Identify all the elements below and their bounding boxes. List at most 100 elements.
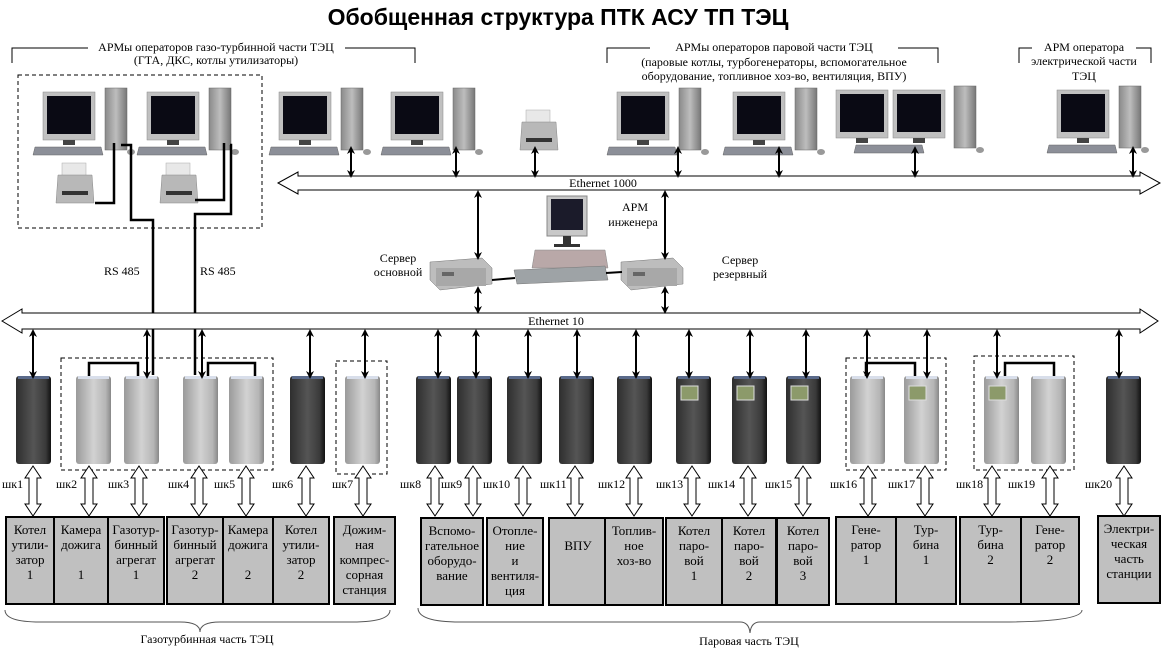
- double-arrow-icon: [354, 465, 372, 517]
- rs485-label-1: RS 485: [104, 264, 140, 278]
- object-box-line: Котел: [787, 523, 820, 538]
- cabinet-3: [124, 376, 159, 464]
- cabinet-label-8: шк8: [400, 477, 421, 491]
- object-box-line: дожига: [61, 537, 101, 552]
- object-box-line: Тур-: [978, 522, 1003, 537]
- object-box-line: ВПУ: [564, 538, 592, 553]
- gas-workstation-3: [268, 87, 371, 156]
- object-box-line: 2: [987, 552, 994, 567]
- object-box-line: Камера: [228, 522, 269, 537]
- object-box-line: агрегат: [175, 552, 215, 567]
- object-box-line: Камера: [61, 522, 102, 537]
- workstation-bus-links: [347, 146, 1137, 178]
- object-box-line: утили-: [283, 537, 320, 552]
- object-box-line: 2: [746, 568, 753, 583]
- object-box-line: 1: [133, 567, 140, 582]
- double-arrow-icon: [1041, 465, 1059, 517]
- object-box-line: 2: [245, 567, 252, 582]
- object-box-line: компрес-: [340, 552, 390, 567]
- double-arrow-icon: [190, 465, 208, 517]
- gas-arm-dashed-group: [17, 74, 263, 229]
- object-box-line: утили-: [12, 537, 49, 552]
- control-panel-icon: [908, 385, 927, 401]
- mouse-icon: [231, 149, 239, 155]
- double-arrow-icon: [237, 465, 255, 517]
- control-panel-icon: [680, 385, 699, 401]
- double-arrow-icon: [625, 465, 643, 517]
- object-box-line: вой: [739, 553, 759, 568]
- object-box-line: ратор: [851, 537, 881, 552]
- object-box-line: бинный: [114, 537, 157, 552]
- keyboard-icon: [722, 146, 794, 156]
- engineer-workstation: [513, 195, 609, 285]
- steam-section-brace: [417, 607, 1083, 634]
- double-arrow-icon: [859, 465, 877, 517]
- object-box-line: Электри-: [1104, 521, 1154, 536]
- pc-tower-icon: [794, 87, 818, 151]
- cabinet-4: [183, 376, 218, 464]
- electric-workstation: [1046, 85, 1149, 154]
- cabinet-label-10: шк10: [483, 477, 510, 491]
- cabinet-18: [984, 376, 1019, 464]
- object-box-line: Гене-: [851, 522, 880, 537]
- object-box-line: ное: [624, 538, 644, 553]
- cabinet-17: [904, 376, 939, 464]
- pc-tower-icon: [678, 87, 702, 151]
- electric-arm-header: АРМ оператора электрической части ТЭЦ: [1018, 40, 1152, 83]
- electric-arm-header-line3: ТЭЦ: [1072, 69, 1096, 83]
- object-box-line: Газотур-: [171, 522, 218, 537]
- control-panel-icon: [736, 385, 755, 401]
- gas-arm-header: АРМы операторов газо-турбинной части ТЭЦ…: [11, 40, 416, 67]
- cabinet-12: [617, 376, 652, 464]
- server-main: [429, 257, 493, 291]
- cabinet-5: [229, 376, 264, 464]
- cabinet-1: [16, 376, 51, 464]
- object-box-line: гательное: [425, 538, 479, 553]
- server-reserve-label-1: Сервер: [722, 253, 758, 267]
- server-bus-arrows: [474, 190, 669, 314]
- rs485-wiring: [95, 143, 233, 375]
- object-box-line: паро-: [788, 538, 818, 553]
- object-box-line: станция: [342, 582, 386, 597]
- double-arrow-icon: [794, 465, 812, 517]
- engineer-label-1: АРМ: [622, 200, 648, 214]
- cabinet-label-17: шк17: [888, 477, 915, 491]
- cabinet-20: [1106, 376, 1141, 464]
- object-box-line: бина: [913, 537, 940, 552]
- object-box-line: вой: [793, 553, 813, 568]
- object-box-line: бина: [977, 537, 1004, 552]
- object-box-line: 1: [27, 567, 34, 582]
- steam-arm-header-line2: (паровые котлы, турбогенераторы, вспомог…: [641, 55, 907, 69]
- object-box-line: агрегат: [116, 552, 156, 567]
- object-box-line: вой: [684, 553, 704, 568]
- electric-arm-header-line2: электрической части: [1031, 54, 1137, 68]
- mouse-icon: [475, 149, 483, 155]
- cabinet-11: [559, 376, 594, 464]
- keyboard-icon: [606, 146, 678, 156]
- mouse-icon: [1141, 147, 1149, 153]
- printer-icon-2: [159, 162, 199, 204]
- object-box-line: 1: [863, 552, 870, 567]
- cabinet-19: [1031, 376, 1066, 464]
- cabinet-label-13: шк13: [656, 477, 683, 491]
- object-box-line: часть: [1114, 551, 1144, 566]
- cabinet-14: [732, 376, 767, 464]
- object-box-line: Котел: [14, 522, 47, 537]
- object-box-line: 1: [78, 567, 85, 582]
- object-box-line: 1: [691, 568, 698, 583]
- object-box-line: сорная: [346, 567, 383, 582]
- object-box-line: затор: [15, 552, 44, 567]
- object-box-line: Котел: [285, 522, 318, 537]
- cabinet-8: [416, 376, 451, 464]
- diagram-title: Обобщенная структура ПТК АСУ ТП ТЭЦ: [328, 4, 789, 30]
- object-box-line: 3: [800, 568, 807, 583]
- pc-tower-icon: [1118, 85, 1142, 149]
- cabinet-label-2: шк2: [56, 477, 77, 491]
- server-switch-links: [491, 271, 623, 281]
- keyboard-icon: [1046, 144, 1118, 154]
